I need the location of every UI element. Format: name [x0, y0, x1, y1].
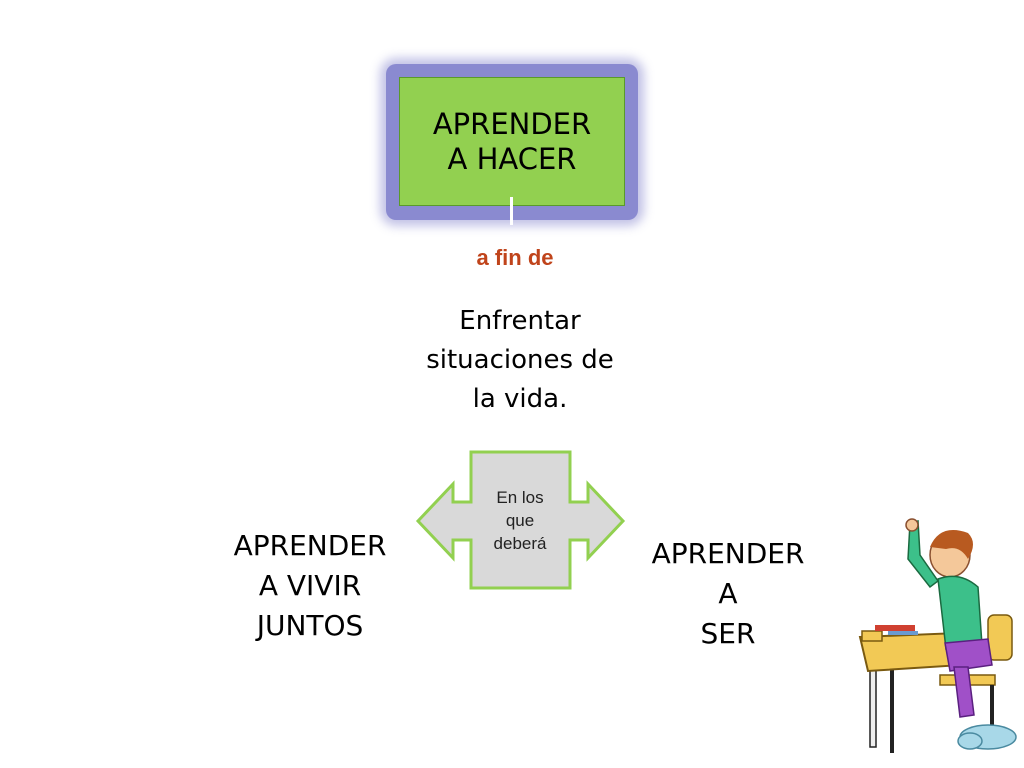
left-right-arrow-icon — [415, 450, 626, 590]
aprender-vivir-juntos-label: APRENDER A VIVIR JUNTOS — [233, 529, 387, 642]
aprender-hacer-text: APRENDER A HACER — [432, 106, 592, 176]
arrow-text: En los que deberá — [493, 488, 547, 553]
aprender-hacer-box: APRENDER A HACER — [399, 77, 625, 206]
connector-label: a fin de — [476, 245, 554, 270]
aprender-ser-label: APRENDER A SER — [651, 537, 805, 650]
connector-line — [510, 197, 513, 225]
goal-text: Enfrentar situaciones de la vida. — [426, 306, 614, 414]
student-raising-hand-icon — [858, 518, 1017, 753]
left-right-arrow-shape — [415, 450, 626, 590]
